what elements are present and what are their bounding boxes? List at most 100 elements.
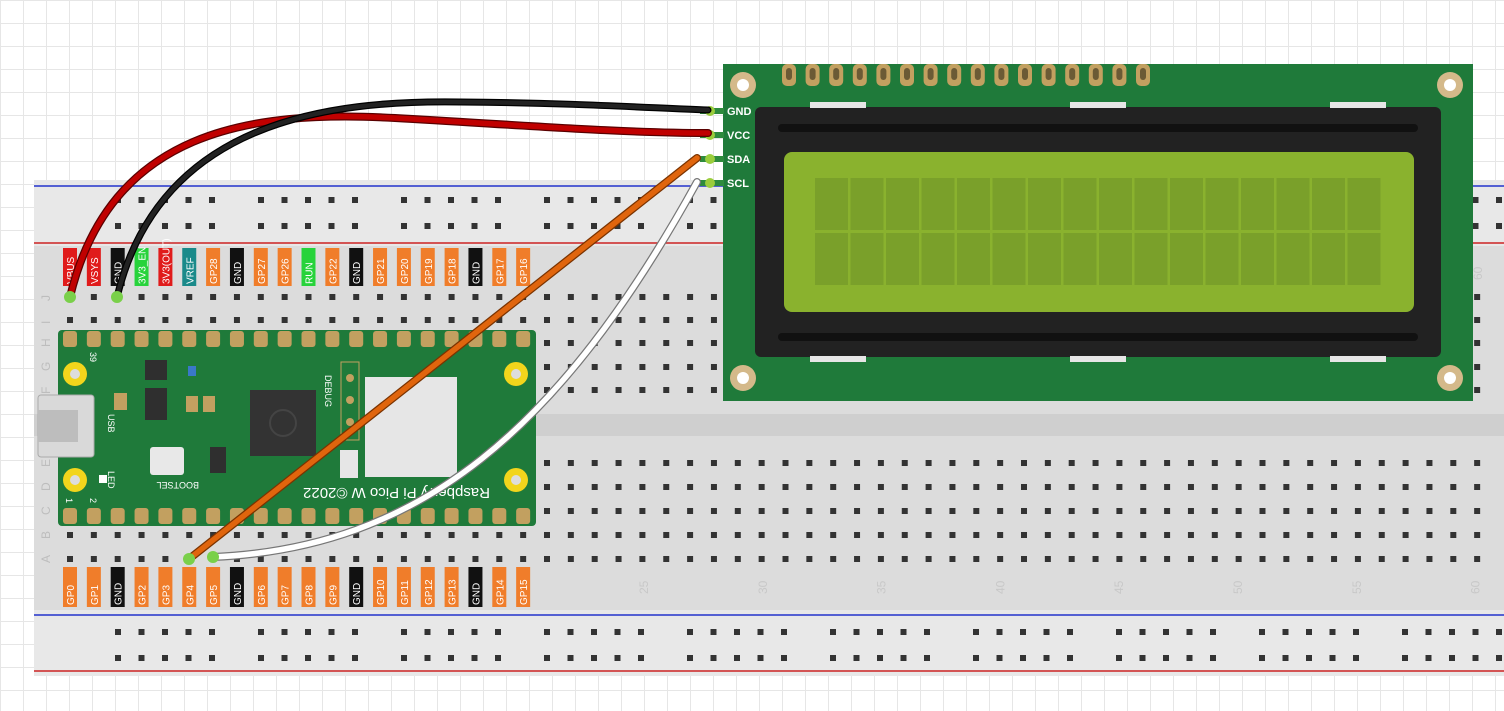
breadboard-hole[interactable] <box>1211 556 1218 562</box>
breadboard-hole[interactable] <box>353 294 360 300</box>
breadboard-hole[interactable] <box>353 532 360 538</box>
breadboard-hole[interactable] <box>544 484 550 490</box>
breadboard-hole[interactable] <box>591 508 598 514</box>
rail-hole[interactable] <box>924 655 930 661</box>
breadboard-hole[interactable] <box>687 484 694 490</box>
breadboard-hole[interactable] <box>782 484 789 490</box>
breadboard-hole[interactable] <box>1450 556 1457 562</box>
rail-hole[interactable] <box>710 223 717 229</box>
breadboard-hole[interactable] <box>639 460 646 466</box>
rail-hole[interactable] <box>591 629 597 635</box>
breadboard-hole[interactable] <box>162 294 169 300</box>
breadboard-hole[interactable] <box>830 556 837 562</box>
breadboard-hole[interactable] <box>949 532 956 538</box>
rail-hole[interactable] <box>567 655 574 661</box>
breadboard-hole[interactable] <box>1331 484 1338 490</box>
breadboard-hole[interactable] <box>997 484 1004 490</box>
rail-hole[interactable] <box>1472 223 1479 229</box>
breadboard-hole[interactable] <box>710 317 717 323</box>
breadboard-hole[interactable] <box>90 556 97 562</box>
breadboard-hole[interactable] <box>973 460 980 466</box>
breadboard-hole[interactable] <box>687 508 694 514</box>
breadboard-hole[interactable] <box>1068 556 1075 562</box>
breadboard-hole[interactable] <box>114 317 121 323</box>
rail-hole[interactable] <box>1472 197 1479 203</box>
rail-hole[interactable] <box>1259 655 1265 661</box>
breadboard-hole[interactable] <box>615 532 622 538</box>
breadboard-hole[interactable] <box>925 532 932 538</box>
breadboard-hole[interactable] <box>400 556 407 562</box>
rail-hole[interactable] <box>781 629 787 635</box>
rail-hole[interactable] <box>328 197 335 203</box>
breadboard-hole[interactable] <box>734 484 741 490</box>
rail-hole[interactable] <box>281 629 288 635</box>
breadboard-hole[interactable] <box>233 532 240 538</box>
rail-hole[interactable] <box>471 197 478 203</box>
rail-hole[interactable] <box>877 629 883 635</box>
breadboard-hole[interactable] <box>448 317 455 323</box>
rail-hole[interactable] <box>448 197 454 203</box>
breadboard-hole[interactable] <box>1092 484 1099 490</box>
breadboard-hole[interactable] <box>544 340 550 346</box>
breadboard-hole[interactable] <box>281 532 288 538</box>
breadboard-hole[interactable] <box>591 460 598 466</box>
breadboard-hole[interactable] <box>1259 484 1266 490</box>
rail-hole[interactable] <box>591 223 597 229</box>
breadboard-hole[interactable] <box>1164 508 1171 514</box>
rail-hole[interactable] <box>710 655 717 661</box>
breadboard-hole[interactable] <box>806 508 813 514</box>
breadboard-hole[interactable] <box>544 317 550 323</box>
breadboard-hole[interactable] <box>377 294 384 300</box>
rail-hole[interactable] <box>258 655 264 661</box>
breadboard-hole[interactable] <box>591 484 598 490</box>
rail-hole[interactable] <box>900 629 907 635</box>
breadboard-hole[interactable] <box>710 556 717 562</box>
breadboard-hole[interactable] <box>1450 532 1457 538</box>
breadboard-hole[interactable] <box>162 556 169 562</box>
breadboard-hole[interactable] <box>1378 508 1385 514</box>
rail-hole[interactable] <box>401 655 407 661</box>
breadboard-hole[interactable] <box>1187 460 1194 466</box>
breadboard-hole[interactable] <box>1021 532 1027 538</box>
breadboard-hole[interactable] <box>424 317 431 323</box>
rail-hole[interactable] <box>1496 629 1502 635</box>
rail-hole[interactable] <box>424 197 431 203</box>
rail-hole[interactable] <box>614 223 621 229</box>
rail-hole[interactable] <box>973 655 979 661</box>
rail-hole[interactable] <box>352 629 358 635</box>
rail-hole[interactable] <box>1067 629 1073 635</box>
breadboard-hole[interactable] <box>257 317 264 323</box>
breadboard-hole[interactable] <box>591 364 598 370</box>
breadboard-hole[interactable] <box>1211 532 1218 538</box>
breadboard-hole[interactable] <box>114 556 121 562</box>
breadboard-hole[interactable] <box>639 340 646 346</box>
breadboard-hole[interactable] <box>424 556 431 562</box>
rail-hole[interactable] <box>495 629 501 635</box>
breadboard-hole[interactable] <box>1044 532 1051 538</box>
breadboard-hole[interactable] <box>377 556 384 562</box>
breadboard-hole[interactable] <box>758 556 765 562</box>
breadboard-hole[interactable] <box>710 294 717 300</box>
breadboard-hole[interactable] <box>1235 460 1242 466</box>
rail-hole[interactable] <box>1306 655 1312 661</box>
breadboard-hole[interactable] <box>567 556 574 562</box>
breadboard-hole[interactable] <box>1474 484 1481 490</box>
breadboard-hole[interactable] <box>1378 460 1385 466</box>
rail-hole[interactable] <box>185 655 192 661</box>
rail-hole[interactable] <box>115 655 121 661</box>
breadboard-hole[interactable] <box>496 556 503 562</box>
breadboard-hole[interactable] <box>1354 508 1361 514</box>
breadboard-hole[interactable] <box>1426 532 1433 538</box>
breadboard-hole[interactable] <box>687 532 694 538</box>
rail-hole[interactable] <box>305 197 311 203</box>
breadboard-hole[interactable] <box>544 460 550 466</box>
breadboard-hole[interactable] <box>400 317 407 323</box>
rail-hole[interactable] <box>1282 629 1289 635</box>
breadboard-hole[interactable] <box>567 460 574 466</box>
breadboard-hole[interactable] <box>1307 556 1314 562</box>
rail-hole[interactable] <box>209 223 215 229</box>
breadboard-hole[interactable] <box>544 556 550 562</box>
rail-hole[interactable] <box>1186 629 1193 635</box>
breadboard-hole[interactable] <box>472 556 479 562</box>
rail-hole[interactable] <box>401 223 407 229</box>
